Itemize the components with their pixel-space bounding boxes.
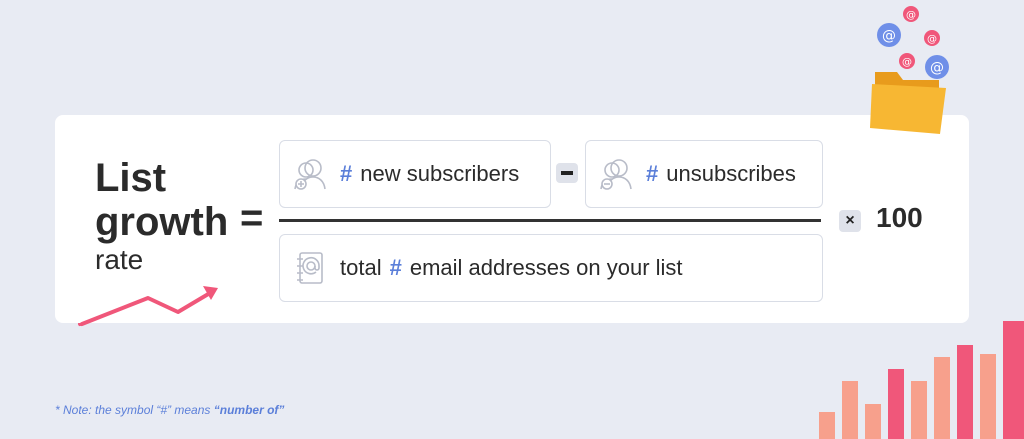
footnote-text: * Note: the symbol “#” means <box>55 403 214 417</box>
total-emails-box: total # email addresses on your list <box>279 234 823 302</box>
svg-text:@: @ <box>930 60 944 76</box>
multiplier-value: 100 <box>876 202 923 233</box>
hash-symbol: # <box>646 161 659 186</box>
email-addresses-label: email addresses on your list <box>409 255 683 280</box>
svg-text:@: @ <box>927 34 937 45</box>
title-line-2: growth <box>95 200 229 244</box>
svg-text:@: @ <box>902 57 912 68</box>
footnote: * Note: the symbol “#” means “number of” <box>55 403 284 417</box>
hash-symbol: # <box>340 161 353 186</box>
hash-symbol: # <box>389 255 402 280</box>
title-line-3: rate <box>95 244 144 275</box>
equals-sign: = <box>240 196 264 240</box>
new-subscribers-box: # new subscribers <box>279 140 551 208</box>
title-line-1: List <box>95 156 167 200</box>
unsubscribes-label: unsubscribes <box>666 161 796 186</box>
person-remove-icon <box>596 154 636 194</box>
unsubscribes-box: # unsubscribes <box>585 140 823 208</box>
new-subscribers-label: new subscribers <box>360 161 520 186</box>
email-bubble-icon: @ @ @ @ @ <box>877 6 949 79</box>
formula-title: List growth rate <box>95 156 228 276</box>
footnote-emphasis: “number of” <box>213 403 285 417</box>
total-label: total <box>340 255 382 280</box>
multiply-operator: × <box>839 210 861 232</box>
svg-text:@: @ <box>882 28 896 44</box>
fraction-line <box>279 219 821 222</box>
address-book-icon <box>290 248 330 288</box>
minus-operator <box>556 163 578 183</box>
person-add-icon <box>290 154 330 194</box>
svg-text:@: @ <box>906 10 916 21</box>
